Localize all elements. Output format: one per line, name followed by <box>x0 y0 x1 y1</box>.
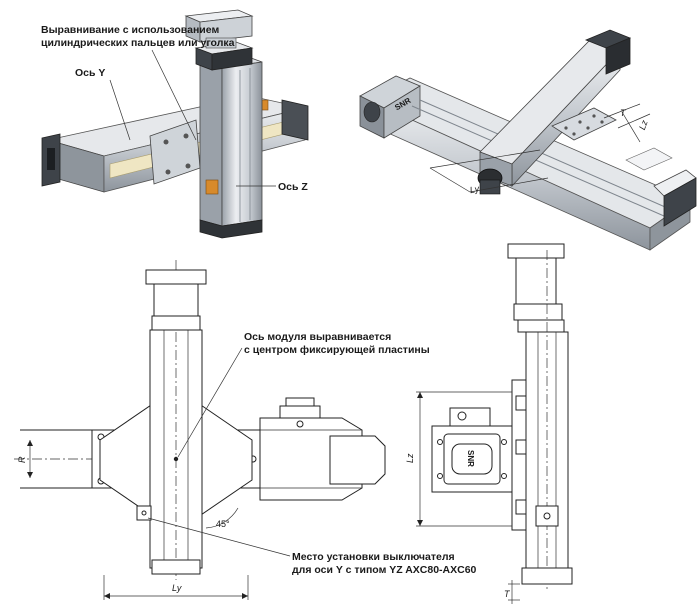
axis-y-label: Ось Y <box>75 67 105 79</box>
dim-angle: 45° <box>216 519 230 529</box>
module-axis-line1: Ось модуля выравнивается <box>244 331 391 343</box>
dim-t-right: T <box>504 589 511 599</box>
dim-lz-right: Lz <box>405 453 415 463</box>
gantry-dimensions <box>429 103 651 193</box>
alignment-title-line1: Выравнивание с использованием <box>41 24 219 36</box>
module-axis-leader-line <box>177 347 243 458</box>
switch-line2: для оси Y с типом YZ AXC80-AXC60 <box>292 564 477 576</box>
dim-ly-bottom: Ly <box>172 583 182 593</box>
switch-leader-line <box>147 517 291 557</box>
gantry-illustration: SNR <box>359 29 697 251</box>
alignment-leader-line <box>151 49 197 141</box>
side-view-dimensions <box>416 391 520 604</box>
dim-ly-top: Ly <box>469 183 481 195</box>
yz-assembly-illustration <box>41 9 309 239</box>
side-view-drawing: SNR <box>431 243 573 590</box>
front-view-dimensions <box>27 440 249 600</box>
switch-line1: Место установки выключателя <box>292 551 455 563</box>
axis-y-leader-line <box>109 79 131 141</box>
module-axis-line2: с центром фиксирующей пластины <box>244 344 430 356</box>
snr-logo-side: SNR <box>466 450 475 467</box>
front-view-drawing <box>14 260 386 580</box>
dim-lz-top: Lz <box>637 118 650 131</box>
alignment-title-line2: цилиндрических пальцев или уголка <box>41 37 235 49</box>
dim-t-top: T <box>620 108 627 118</box>
axis-z-label: Ось Z <box>278 181 308 193</box>
dim-r: R <box>17 456 27 463</box>
